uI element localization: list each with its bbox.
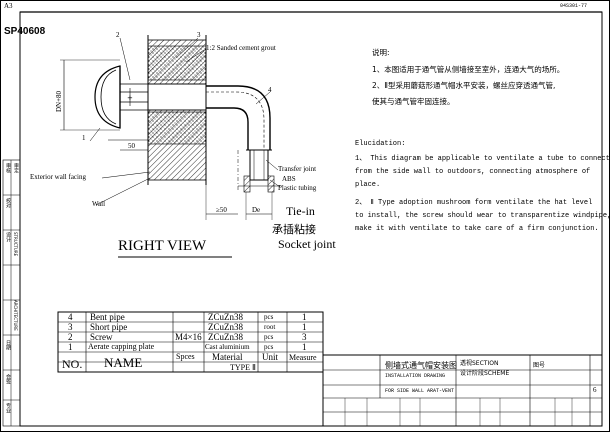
svg-text:+: + — [127, 94, 133, 102]
transfer-label: Transfer joint — [278, 165, 317, 173]
socket-label: Socket joint — [278, 237, 336, 251]
bom-name: Bent pipe — [90, 312, 125, 322]
notes-en-l4: 2、 Ⅱ Type adoption mushroom form ventila… — [355, 199, 593, 207]
page-number: 6 — [593, 386, 597, 394]
bom-qty: 1 — [302, 322, 307, 332]
bom-name: Short pipe — [90, 322, 128, 332]
sheet-code: 04S301-77 — [560, 3, 588, 9]
bom-unit: pcs — [264, 313, 274, 321]
wall-section — [108, 35, 207, 185]
bom-qty: 3 — [302, 332, 307, 342]
table-row: 2 — [68, 332, 73, 342]
en-title-2: FOR SIDE WALL ARAT-VENT — [385, 388, 455, 394]
bom-material: ZCuZn38 — [208, 332, 243, 342]
dimensions — [60, 59, 273, 220]
side-strip — [2, 159, 21, 427]
abs-label: ABS — [282, 175, 296, 183]
side-label: 设计 — [5, 232, 11, 242]
side-label: 审核 — [5, 163, 11, 173]
side-label: 审定 — [13, 163, 19, 173]
dim-dn: DN+80 — [55, 90, 63, 112]
notes-en-title: Elucidation: — [355, 140, 406, 148]
bom-header-name: NAME — [104, 355, 143, 370]
notes-en-l2: from the side wall to outdoors, connecti… — [355, 168, 591, 176]
en-title-1: INSTALLATION DRAWING — [385, 373, 446, 379]
bom-header-material: Material — [212, 352, 243, 362]
side-label: STRUCTURE — [13, 232, 18, 257]
bom-material: ZCuZn38 — [208, 312, 243, 322]
tiein-cn-label: 承插粘接 — [272, 223, 316, 236]
side-label: 校对 — [5, 198, 11, 208]
cn-title: 侧墙式通气帽安装图 — [385, 361, 457, 370]
bom-unit: pcs — [264, 333, 274, 341]
aerate-capping-plate: + — [94, 65, 148, 129]
notes-en-l5: to install, the screw should wear to tra… — [355, 212, 610, 220]
bom-spec: M4×16 — [175, 332, 202, 342]
callout-1: 1 — [82, 134, 86, 142]
callout-4: 4 — [268, 86, 272, 94]
callout-2: 2 — [116, 31, 120, 39]
ext-wall-label: Exterior wall facing — [30, 173, 86, 181]
design-stage: 设计阶段SCHEME — [460, 370, 510, 377]
table-row: 3 — [68, 322, 73, 332]
grout-label: 1:2 Sanded cement grout — [206, 44, 276, 52]
bom-table-grid — [57, 311, 324, 373]
table-row: 4 — [68, 312, 73, 322]
bent-pipe — [206, 85, 280, 193]
notes-cn-title: 说明: — [372, 48, 390, 57]
side-label: ARCHITECTURE — [13, 300, 18, 331]
bom-header-qty: Measure — [289, 353, 317, 362]
notes-cn-line2: 2、Ⅱ型采用蘑菇形通气帽水平安装，螺丝应穿透通气管, — [372, 81, 556, 90]
notes-en-l6: make it with ventilate to take care of a… — [355, 225, 599, 233]
bom-qty: 1 — [302, 342, 307, 352]
dim-ge50: ≥50 — [216, 206, 227, 214]
plastic-label: Plastic tubing — [278, 184, 317, 192]
wall-label: Wall — [92, 200, 106, 208]
bom-material: Cast aluminium — [205, 343, 250, 351]
dim-50: 50 — [128, 142, 135, 150]
dim-de: De — [252, 206, 261, 214]
leader-lines — [89, 37, 281, 206]
bom-name: Screw — [90, 332, 113, 342]
notes-en-l3: place. — [355, 181, 381, 189]
tiein-label: Tie-in — [286, 204, 315, 218]
bom-unit: pcs — [264, 343, 274, 351]
side-label: 专业 — [5, 403, 11, 413]
view-title: RIGHT VIEW — [118, 238, 207, 254]
sheet-size: A3 — [4, 2, 13, 10]
sheet-number: SP40608 — [4, 26, 46, 37]
bom-header-spec: Spces — [176, 352, 195, 361]
bom-name: Aerate capping plate — [88, 342, 155, 351]
side-label: 日期 — [5, 340, 11, 350]
notes-en-l1: 1、 This diagram be applicable to ventila… — [355, 155, 610, 163]
bom-type: TYPE Ⅱ — [230, 363, 256, 372]
side-label: 会签 — [5, 374, 11, 384]
bom-header-unit: Unit — [262, 352, 279, 362]
bom-qty: 1 — [302, 312, 307, 322]
notes-cn-line3: 使其与通气管牢固连接。 — [372, 97, 455, 106]
callout-3: 3 — [197, 31, 201, 39]
notes-cn-line1: 1、本图适用于通气管从侧墙接至室外，连通大气的场所。 — [372, 65, 565, 74]
bom-material: ZCuZn38 — [208, 322, 243, 332]
bom-unit: root — [264, 323, 276, 331]
bom-header-no: NO. — [62, 357, 83, 371]
title-block-grid — [322, 354, 603, 427]
sec-cn: 透视SECTION — [460, 360, 499, 367]
table-row: 1 — [68, 342, 73, 352]
sheet-label: 图号 — [533, 362, 546, 369]
